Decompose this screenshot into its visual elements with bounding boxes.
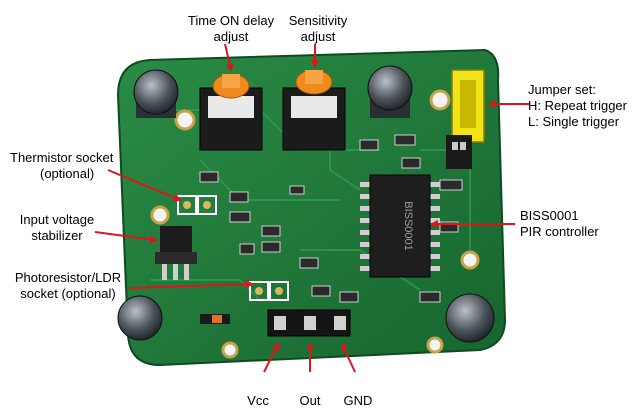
label-vcc: Vcc: [247, 393, 269, 408]
arrow-regulator: [94, 231, 158, 244]
output-header: [267, 309, 351, 337]
label-out: Out: [299, 393, 321, 408]
capacitor-bottom-left: [117, 295, 163, 341]
callout-arrows: [94, 43, 530, 373]
arrow-ldr: [129, 280, 254, 289]
label-input-voltage-line1: Input voltage: [19, 212, 95, 227]
label-gnd: GND: [343, 393, 373, 408]
chip-marking: BISS0001: [402, 201, 414, 251]
smd-components: [199, 134, 463, 303]
label-thermistor: Thermistor socket (optional): [10, 150, 140, 182]
label-biss-line1: BISS0001: [520, 208, 579, 223]
arrow-vcc: [263, 342, 279, 373]
label-biss: BISS0001 PIR controller: [520, 208, 630, 240]
arrow-thermistor: [107, 169, 182, 202]
arrow-gnd: [340, 342, 356, 373]
label-thermistor-line1: Thermistor socket: [10, 150, 114, 165]
label-time-delay: Time ON delay adjust: [176, 13, 286, 45]
capacitor-top-left: [133, 69, 179, 118]
label-jumper-line3: L: Single trigger: [528, 114, 620, 129]
ldr-socket: [249, 281, 289, 301]
label-photoresistor: Photoresistor/LDR socket (optional): [6, 270, 130, 302]
label-sensitivity-line1: Sensitivity: [288, 13, 348, 28]
label-sensitivity: Sensitivity adjust: [276, 13, 360, 45]
sensitivity-potentiometer: [282, 69, 346, 151]
voltage-regulator: [155, 226, 197, 280]
label-thermistor-line2: (optional): [40, 166, 95, 181]
label-biss-line2: PIR controller: [520, 224, 599, 239]
label-jumper-line1: Jumper set:: [528, 82, 596, 97]
label-photoresistor-line2: socket (optional): [20, 286, 116, 301]
label-jumper-line2: H: Repeat trigger: [528, 98, 627, 113]
biss0001-chip: BISS0001: [360, 174, 440, 278]
label-photoresistor-line1: Photoresistor/LDR: [14, 270, 122, 285]
label-time-delay-line1: Time ON delay: [187, 13, 275, 28]
label-sensitivity-line2: adjust: [300, 29, 336, 44]
diode: [200, 314, 230, 324]
arrow-time-delay: [224, 43, 234, 72]
label-input-voltage-line2: stabilizer: [31, 228, 83, 243]
label-time-delay-line2: adjust: [213, 29, 249, 44]
capacitor-bottom-right: [445, 293, 495, 343]
label-input-voltage: Input voltage stabilizer: [12, 212, 102, 244]
label-jumper: Jumper set: H: Repeat trigger L: Single …: [528, 82, 638, 130]
thermistor-socket: [177, 195, 217, 215]
capacitor-top-right: [367, 65, 413, 118]
time-delay-potentiometer: [199, 73, 263, 151]
jumper-block: [446, 69, 485, 169]
